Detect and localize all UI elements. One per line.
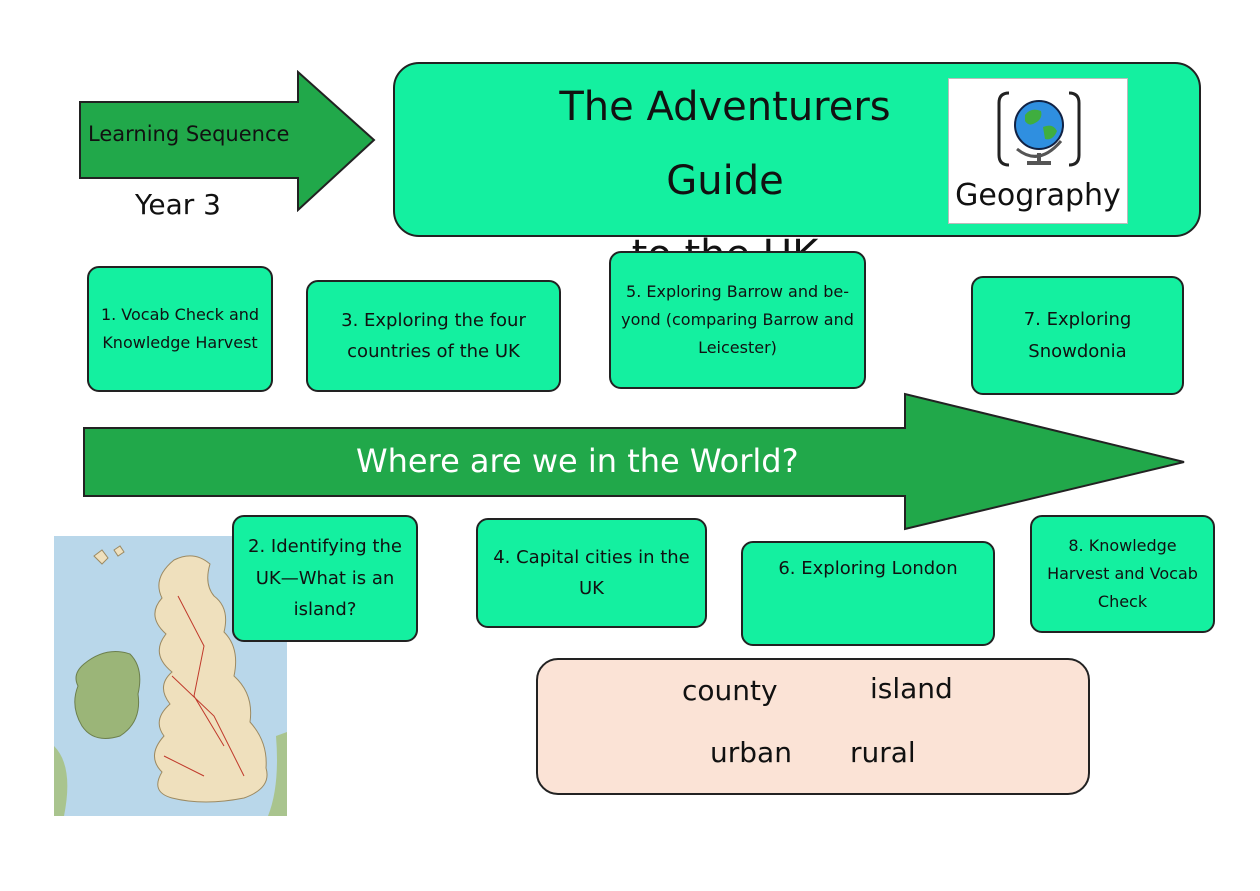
lesson-4: 4. Capital cities in the UK [476,518,707,628]
geography-label: Geography [955,178,1121,213]
globe-icon [997,91,1081,167]
vocab-word: urban [710,736,792,769]
year-label: Year 3 [135,188,221,221]
vocab-word: rural [850,736,916,769]
vocab-word: county [682,674,778,707]
title-panel: The Adventurers Guide to the UK Geograph… [393,62,1201,278]
lesson-2: 2. Identifying the UK—What is an island? [232,515,418,642]
title-line-1: The Adventurers Guide [559,84,891,204]
lesson-6: 6. Exploring London [741,541,995,646]
learning-sequence-label: Learning Sequence [88,122,290,146]
lesson-8: 8. Knowledge Harvest and Vocab Check [1030,515,1215,633]
lesson-3: 3. Exploring the four countries of the U… [306,280,561,392]
learning-sequence-arrow [79,70,376,212]
lesson-7: 7. Exploring Snowdonia [971,276,1184,395]
vocabulary-box: county island urban rural [536,658,1090,795]
lesson-1: 1. Vocab Check and Knowledge Harvest [87,266,273,392]
timeline-arrow [83,392,1185,531]
timeline-label: Where are we in the World? [356,442,799,480]
lesson-5: 5. Exploring Barrow and be-yond (compari… [609,251,866,389]
vocab-word: island [870,672,953,705]
geography-badge: Geography [948,78,1128,224]
